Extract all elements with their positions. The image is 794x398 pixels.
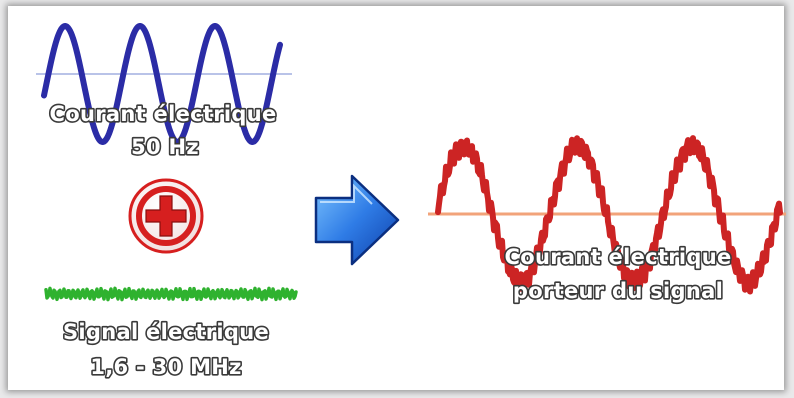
power-label-line2: 50 Hz [131,135,199,159]
power-wave [36,23,292,145]
output-wave-line [435,135,783,295]
power-wave-line [41,23,283,145]
arrow-right-icon [314,174,400,266]
output-label-line2: porteur du signal [513,279,723,303]
plus-circle-icon [128,178,204,254]
signal-wave-line [44,286,298,302]
signal-label-line1: Signal électrique [63,320,269,344]
output-label-line1: Courant électrique [505,245,732,269]
output-wave [428,135,786,295]
signal-label-line2: 1,6 - 30 MHz [90,355,241,379]
power-label-line1: Courant électrique [50,102,277,126]
